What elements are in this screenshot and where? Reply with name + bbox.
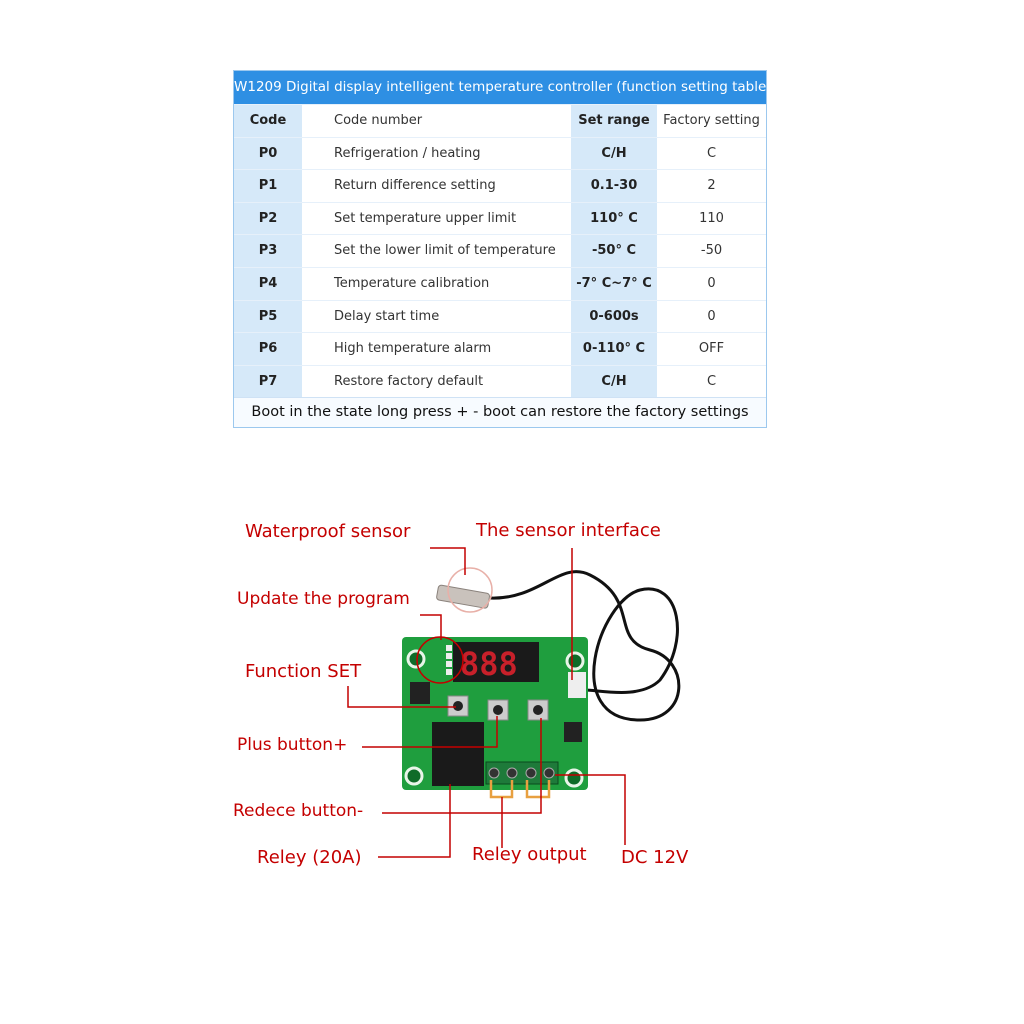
- cell-code: P0: [234, 137, 302, 170]
- label-relay: Reley (20A): [257, 847, 362, 868]
- table-row: P0 Refrigeration / heating C/H C: [234, 136, 766, 170]
- relay: [432, 722, 484, 786]
- table-row: P3 Set the lower limit of temperature -50°…: [234, 234, 766, 267]
- cell-code: P2: [234, 202, 302, 235]
- table-header: Code Code number Set range Factory setti…: [234, 104, 766, 137]
- table-row: P7 Restore factory default C/H C: [234, 364, 766, 398]
- cell-factory-setting: -50: [700, 243, 723, 259]
- label-function-set: Function SET: [245, 661, 362, 682]
- table-row: P5 Delay start time 0-600s 0: [234, 299, 766, 333]
- label-plus-button: Plus button+: [237, 735, 348, 755]
- cell-code-number: High temperature alarm: [334, 341, 492, 357]
- cell-set-range: 110° C: [571, 202, 657, 235]
- cell-set-range: C/H: [571, 365, 657, 398]
- cell-code: P1: [234, 170, 302, 202]
- cell-code-number: Delay start time: [334, 308, 440, 324]
- table-row: P1 Return difference setting 0.1-30 2: [234, 169, 766, 202]
- cell-code-number: Temperature calibration: [334, 275, 490, 291]
- sensor-cable: [489, 570, 681, 722]
- label-waterproof-sensor: Waterproof sensor: [245, 521, 411, 542]
- cell-factory-setting: 110: [699, 210, 724, 226]
- cell-set-range: -7° C~7° C: [571, 267, 657, 300]
- cell-code: P4: [234, 267, 302, 300]
- display-digits: 888: [460, 645, 518, 683]
- waterproof-sensor-probe: [436, 584, 491, 609]
- cell-factory-setting: C: [706, 145, 717, 161]
- cell-factory-setting: C: [706, 373, 717, 389]
- cell-code: P7: [234, 365, 302, 398]
- label-update-program: Update the program: [237, 589, 410, 609]
- table-footer: Boot in the state long press + - boot ca…: [234, 397, 766, 428]
- table-row: P4 Temperature calibration -7° C~7° C 0: [234, 266, 766, 300]
- label-reduce-button: Redece button-: [233, 801, 364, 821]
- cell-set-range: C/H: [571, 137, 657, 170]
- cell-code: P6: [234, 333, 302, 365]
- function-setting-table: W1209 Digital display intelligent temper…: [233, 70, 772, 429]
- table-title: W1209 Digital display intelligent temper…: [234, 71, 772, 104]
- led-display: [453, 642, 539, 682]
- cell-code-number: Refrigeration / heating: [334, 145, 481, 161]
- label-relay-output: Reley output: [472, 844, 587, 865]
- cell-code-number: Set the lower limit of temperature: [334, 243, 556, 259]
- cell-code: P5: [234, 300, 302, 333]
- cell-set-range: -50° C: [571, 235, 657, 267]
- cell-code-number: Set temperature upper limit: [334, 210, 517, 226]
- cell-code-number: Return difference setting: [334, 178, 496, 194]
- cell-set-range: 0-110° C: [571, 333, 657, 365]
- cell-code-number: Restore factory default: [334, 373, 484, 389]
- header-set-range: Set range: [571, 105, 657, 137]
- cell-set-range: 0-600s: [571, 300, 657, 333]
- cell-factory-setting: OFF: [698, 341, 725, 357]
- terminal-block: [485, 761, 559, 785]
- cell-code: P3: [234, 235, 302, 267]
- table-row: P6 High temperature alarm 0-110° C OFF: [234, 332, 766, 365]
- table-row: P2 Set temperature upper limit 110° C 110: [234, 201, 766, 235]
- header-code-number: Code number: [334, 113, 423, 128]
- cell-factory-setting: 0: [707, 308, 716, 324]
- header-code: Code: [234, 105, 302, 137]
- cell-factory-setting: 0: [707, 275, 716, 291]
- label-sensor-interface: The sensor interface: [476, 520, 661, 541]
- cell-set-range: 0.1-30: [571, 170, 657, 202]
- sensor-connector: [568, 672, 586, 698]
- cell-factory-setting: 2: [707, 178, 716, 194]
- header-factory-setting: Factory setting: [663, 113, 760, 128]
- label-dc-12v: DC 12V: [621, 847, 689, 868]
